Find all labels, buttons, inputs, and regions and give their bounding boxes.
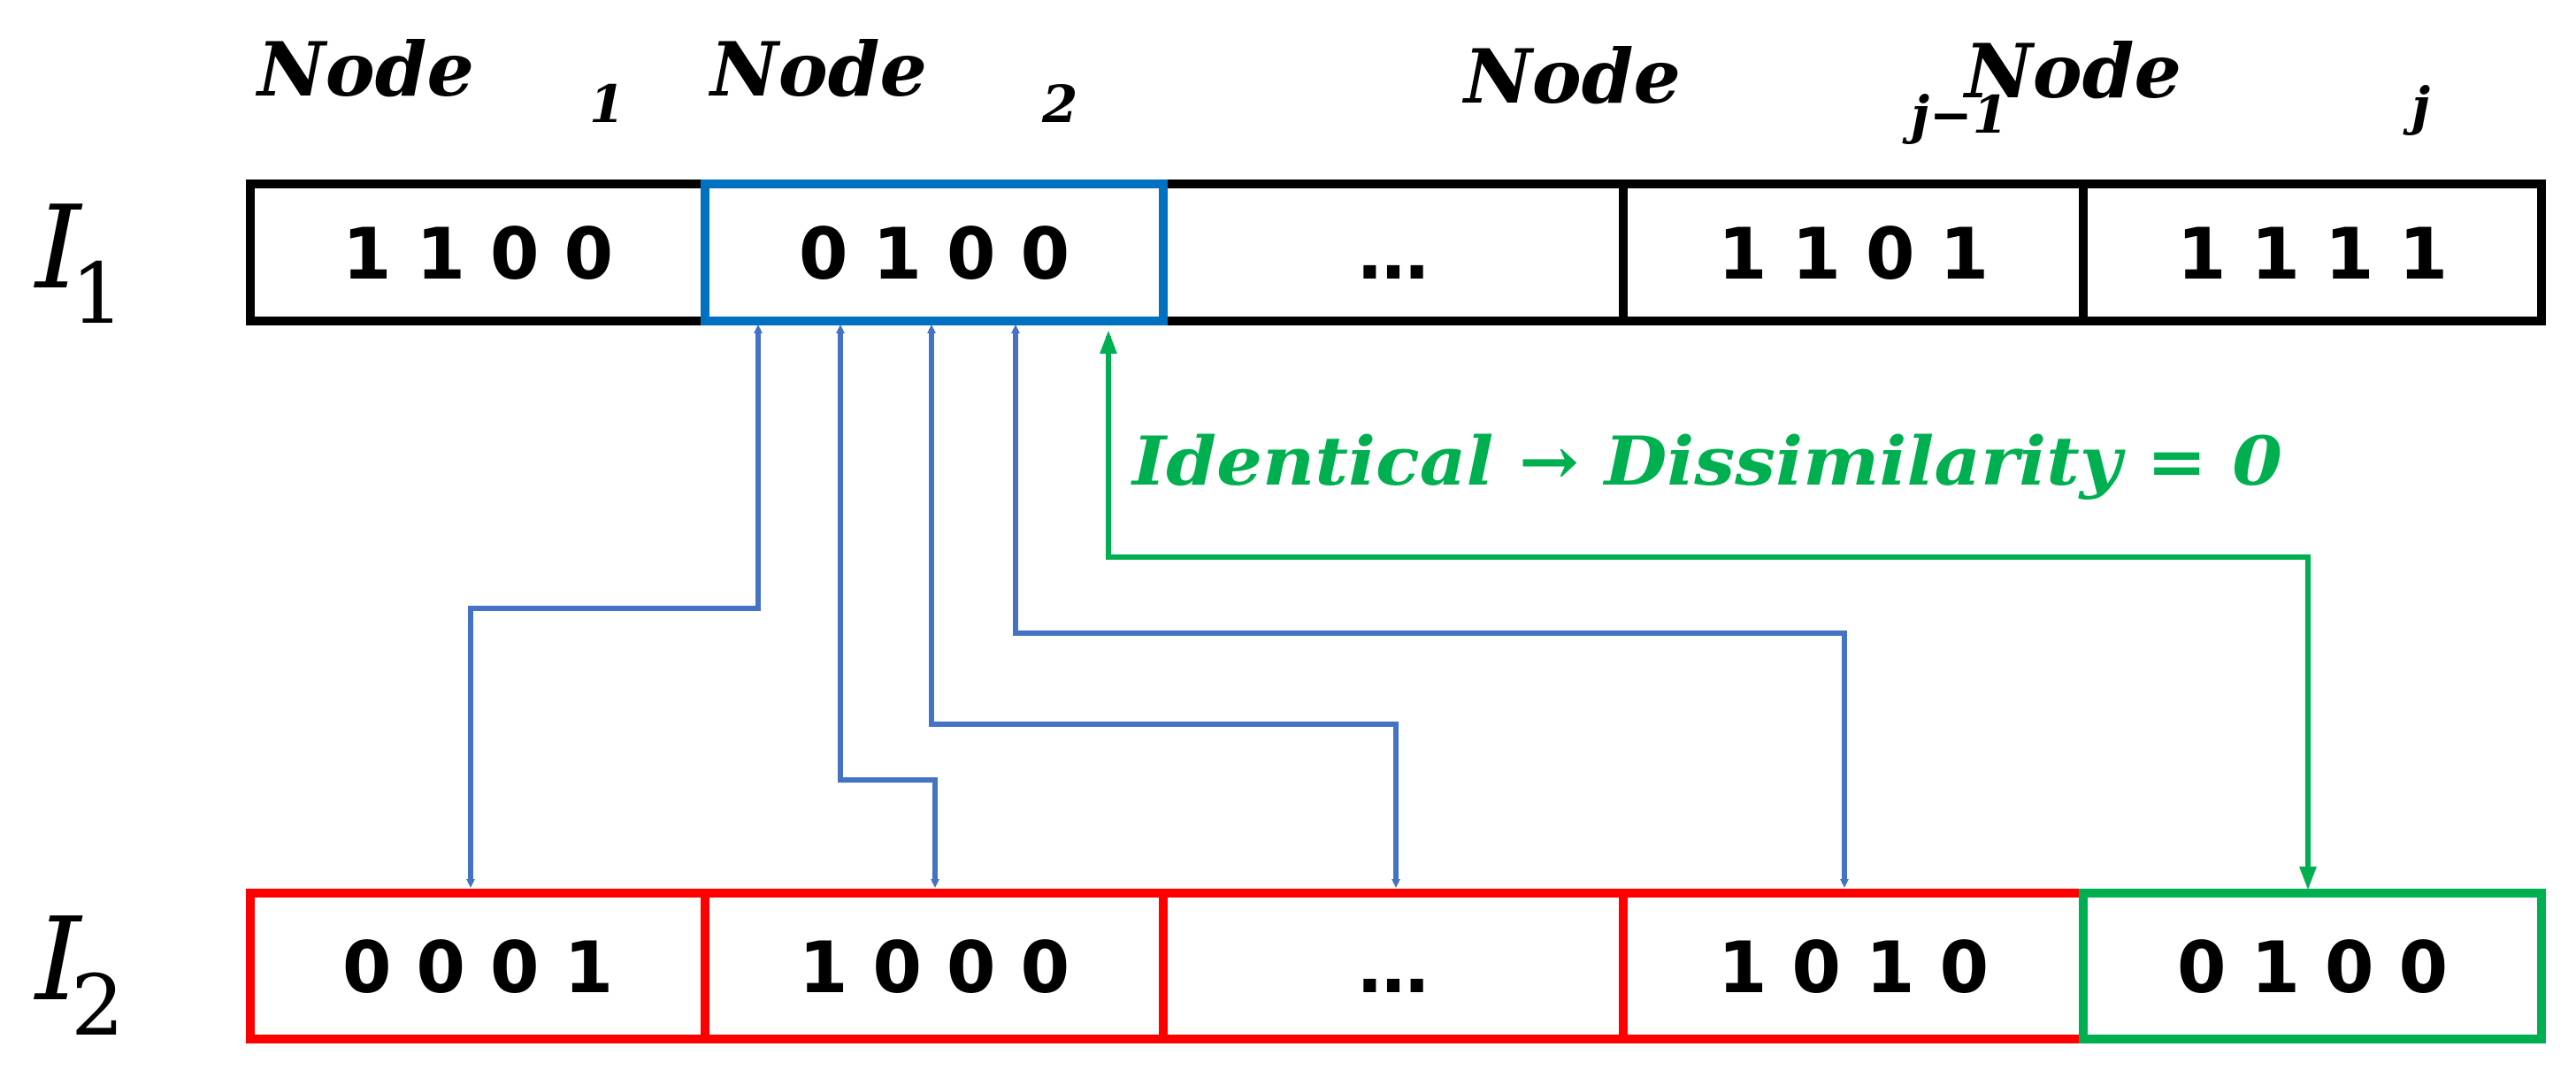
row-i1-cell-2: 0 1 0 0 bbox=[799, 213, 1070, 295]
row-label-i1: I bbox=[34, 180, 83, 315]
row-i2 bbox=[246, 889, 2546, 1043]
identical-arrowhead-bottom bbox=[2299, 867, 2317, 890]
row-i1-cell-3: … bbox=[1358, 213, 1429, 295]
identical-arrow-line bbox=[1106, 336, 2311, 875]
header-node-2-subscript: 2 bbox=[1041, 74, 1077, 134]
row-i1 bbox=[246, 180, 2546, 325]
compare-arrow-node-3 bbox=[927, 325, 1400, 888]
identical-arrowhead-top bbox=[1100, 331, 1117, 354]
compare-arrow-node-2 bbox=[836, 325, 939, 888]
row-label-i2: I bbox=[34, 892, 83, 1027]
header-node-j-minus-1: Node bbox=[1461, 33, 1681, 120]
row-i2-cell-5: 0 1 0 0 bbox=[2177, 927, 2448, 1009]
row-i1-cell-4: 1 1 0 1 bbox=[1718, 213, 1989, 295]
header-node-j-minus-1-subscript: j−1 bbox=[1902, 85, 2008, 145]
header-node-1: Node bbox=[255, 26, 474, 113]
compare-arrow-node-j-minus-1 bbox=[1011, 325, 1849, 888]
row-i2-cell-3: … bbox=[1358, 927, 1429, 1009]
compare-arrow-node-1 bbox=[466, 325, 763, 888]
header-node-j-subscript: j bbox=[2403, 76, 2430, 136]
row-i1-outline bbox=[246, 180, 2546, 325]
row-label-i1-subscript: 1 bbox=[71, 246, 124, 343]
row-i2-cell-node-j-match bbox=[2079, 889, 2546, 1043]
row-i2-cell-2: 1 0 0 0 bbox=[799, 927, 1070, 1009]
header-node-2: Node bbox=[708, 26, 927, 113]
row-i1-cell-1: 1 1 0 0 bbox=[342, 213, 613, 295]
header-node-j: Node bbox=[1962, 27, 2181, 115]
header-node-1-subscript: 1 bbox=[589, 74, 625, 134]
row-i1-cell-5: 1 1 1 1 bbox=[2177, 213, 2448, 295]
row-i2-cell-1: 0 0 0 1 bbox=[342, 927, 613, 1009]
row-i1-cell-node-2-highlight bbox=[701, 180, 1168, 325]
row-label-i2-subscript: 2 bbox=[71, 958, 124, 1055]
row-i2-cell-4: 1 0 1 0 bbox=[1718, 927, 1989, 1009]
identical-annotation: Identical → Dissimilarity = 0 bbox=[1131, 422, 2282, 500]
